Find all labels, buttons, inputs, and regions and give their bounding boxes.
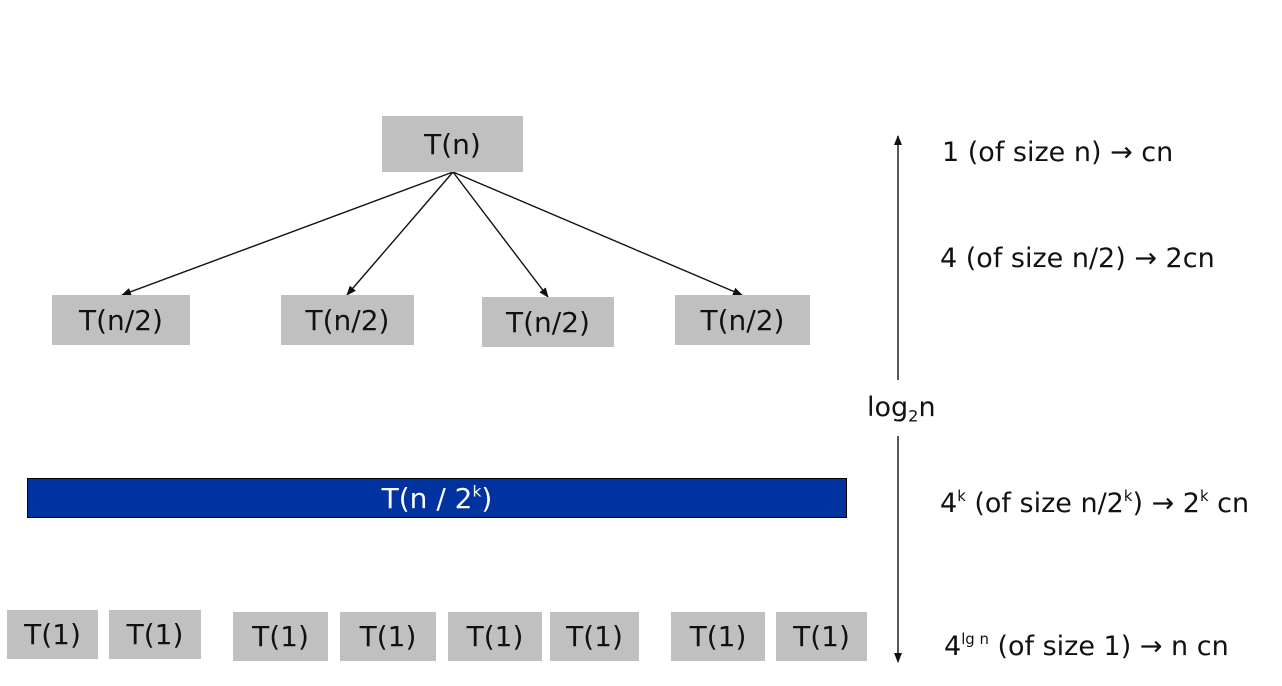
node-level1-1: T(n/2): [52, 295, 190, 345]
leaf-1: T(1): [7, 610, 98, 659]
node-label: T(n/2): [79, 303, 163, 337]
leaf-label: T(1): [252, 620, 309, 653]
cost-level-0: 1 (of size n) → cn: [942, 137, 1174, 168]
edge-root-to-child-4: [452, 171, 743, 296]
leaf-8: T(1): [776, 612, 867, 661]
leaf-label: T(1): [359, 620, 417, 653]
leaf-label: T(1): [24, 618, 81, 651]
cost-level-1: 4 (of size n/2) → 2cn: [940, 243, 1215, 274]
node-label: T(n/2): [506, 305, 590, 339]
node-label: T(n/2): [305, 303, 390, 337]
leaf-label: T(1): [466, 620, 524, 653]
leaf-label: T(1): [126, 618, 184, 651]
level-k-label: T(n / 2k): [381, 481, 493, 515]
leaf-3: T(1): [233, 612, 328, 661]
cost-leaf-level: 4lg n (of size 1) → n cn: [944, 629, 1229, 662]
leaf-4: T(1): [340, 612, 436, 661]
node-root-label: T(n): [424, 127, 481, 161]
edge-root-to-child-1: [121, 171, 454, 296]
node-level1-3: T(n/2): [482, 297, 614, 347]
leaf-7: T(1): [671, 612, 765, 661]
node-level1-2: T(n/2): [281, 295, 414, 345]
leaf-label: T(1): [793, 620, 850, 653]
leaf-2: T(1): [109, 610, 201, 659]
edge-root-to-child-3: [452, 171, 549, 298]
node-level1-4: T(n/2): [675, 295, 810, 345]
tree-height-label: log2n: [867, 392, 936, 426]
cost-level-k: 4k (of size n/2k) → 2k cn: [940, 486, 1250, 519]
level-k-bar: T(n / 2k): [27, 478, 847, 518]
leaf-5: T(1): [448, 612, 542, 661]
leaf-6: T(1): [550, 612, 639, 661]
node-label: T(n/2): [700, 303, 785, 337]
node-root: T(n): [382, 116, 523, 172]
leaf-label: T(1): [566, 620, 623, 653]
edge-root-to-child-2: [346, 171, 454, 296]
leaf-label: T(1): [689, 620, 747, 653]
